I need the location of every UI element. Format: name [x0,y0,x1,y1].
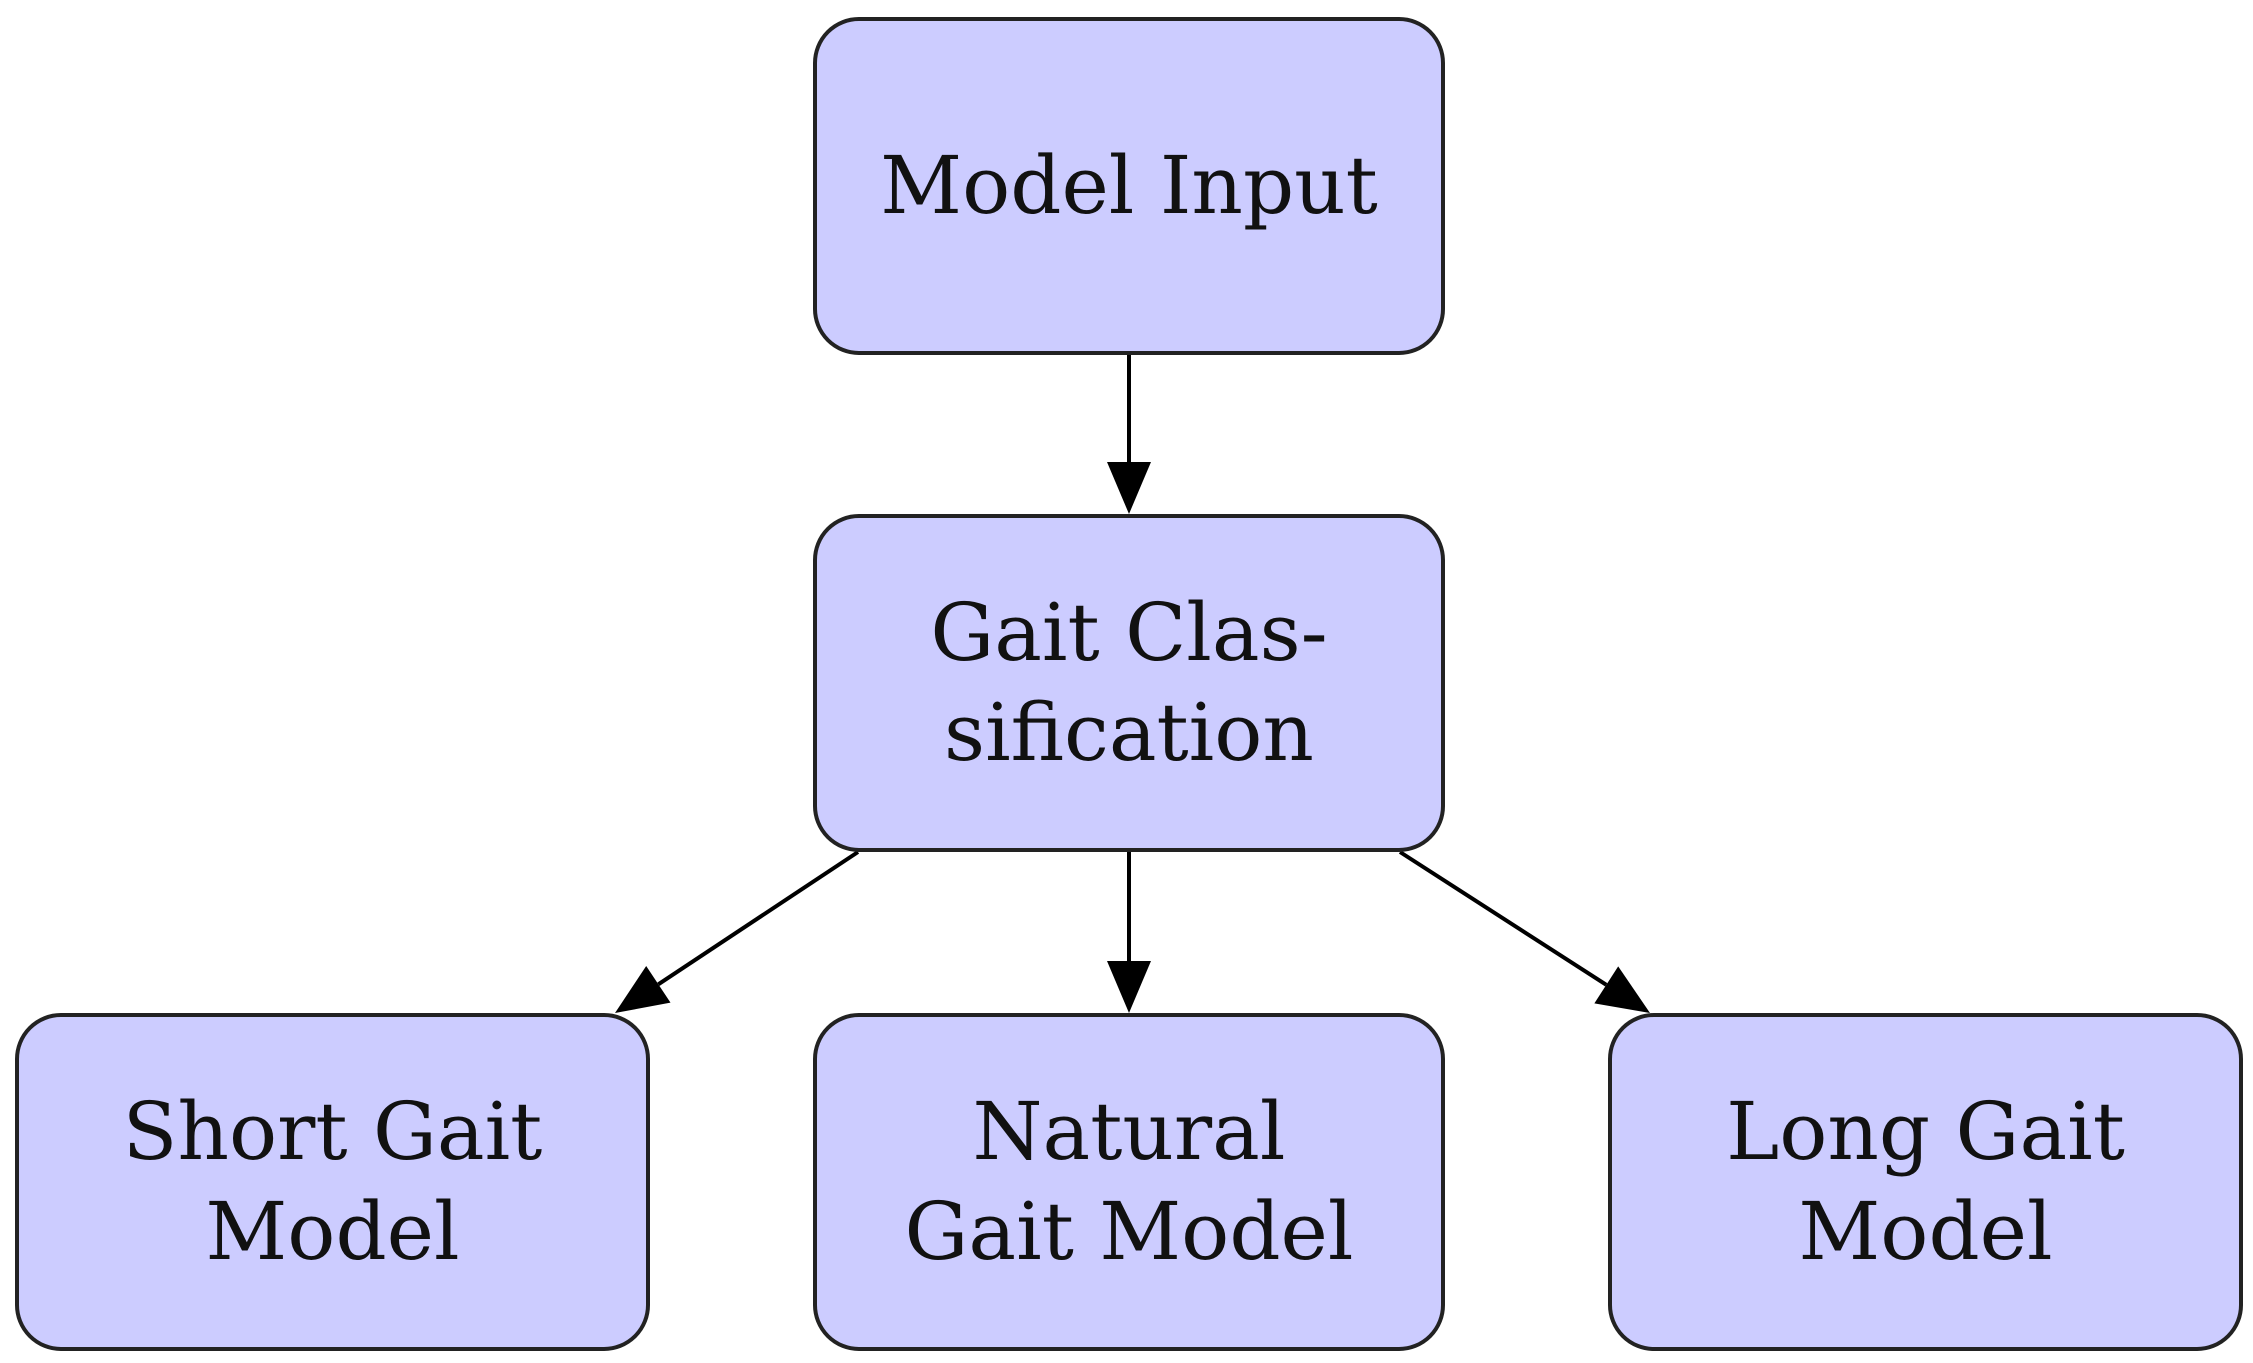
arrowhead-gait-classification [1107,462,1151,514]
gait-classification-label-line-2: sification [944,686,1314,779]
natural-gait-model-node: Natural Gait Model [813,1013,1445,1351]
arrowhead-short-gait-model [615,965,671,1013]
short-gait-model-node: Short Gait Model [15,1013,650,1351]
natural-gait-model-label-line-1: Natural [972,1085,1286,1178]
arrowhead-natural-gait-model [1107,961,1151,1013]
gait-classification-node: Gait Clas- sification [813,514,1445,852]
gait-classification-label-line-1: Gait Clas- [930,586,1328,679]
edge-gait-classification-to-long-gait-model [1398,850,1608,987]
model-input-node: Model Input [813,17,1445,355]
long-gait-model-label-line-2: Model [1798,1185,2053,1278]
long-gait-model-label-line-1: Long Gait [1726,1085,2125,1178]
short-gait-model-label-line-2: Model [205,1185,460,1278]
arrowhead-long-gait-model [1594,966,1650,1013]
short-gait-model-label-line-1: Short Gait [122,1085,543,1178]
long-gait-model-node: Long Gait Model [1608,1013,2243,1351]
natural-gait-model-label-line-2: Gait Model [904,1185,1354,1278]
edge-gait-classification-to-short-gait-model [657,850,860,986]
model-input-label-line-1: Model Input [880,139,1378,232]
